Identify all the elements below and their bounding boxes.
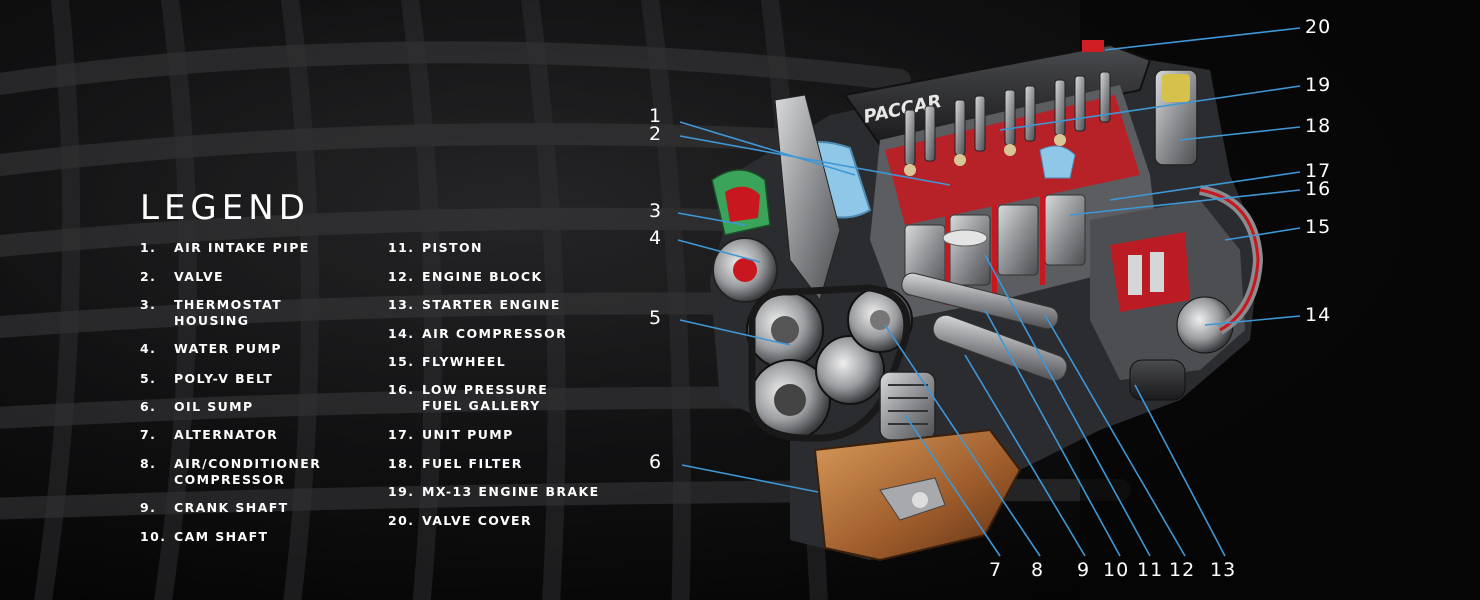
- legend-label: AIR/CONDITIONER COMPRESSOR: [174, 456, 322, 487]
- legend-number: 2.: [140, 269, 157, 284]
- leader-13: [1134, 384, 1226, 557]
- legend-label: STARTER ENGINE: [422, 297, 561, 312]
- legend-number: 17.: [388, 427, 415, 442]
- legend-label: THERMOSTAT HOUSING: [174, 297, 283, 328]
- callout-3: 3: [649, 200, 663, 222]
- callout-9: 9: [1077, 559, 1091, 581]
- piston: [942, 229, 988, 247]
- callout-16: 16: [1305, 178, 1332, 200]
- legend-label: UNIT PUMP: [422, 427, 514, 442]
- leader-11: [984, 254, 1151, 557]
- legend-number: 9.: [140, 500, 157, 515]
- legend-number: 15.: [388, 354, 415, 369]
- callout-13: 13: [1210, 559, 1237, 581]
- legend-label: OIL SUMP: [174, 399, 254, 414]
- callout-2: 2: [649, 123, 663, 145]
- legend-label: MX-13 ENGINE BRAKE: [422, 484, 600, 499]
- legend-label: PISTON: [422, 240, 483, 255]
- legend-label: ALTERNATOR: [174, 427, 279, 442]
- callout-5: 5: [649, 307, 663, 329]
- legend-label: VALVE COVER: [422, 513, 533, 528]
- legend-number: 6.: [140, 399, 157, 414]
- callout-14: 14: [1305, 304, 1332, 326]
- legend-label: AIR INTAKE PIPE: [174, 240, 310, 255]
- leader-4: [677, 239, 761, 263]
- legend-number: 16.: [388, 382, 415, 397]
- callout-20: 20: [1305, 16, 1332, 38]
- callout-18: 18: [1305, 115, 1332, 137]
- callout-12: 12: [1169, 559, 1196, 581]
- legend-number: 10.: [140, 529, 167, 544]
- callout-11: 11: [1137, 559, 1164, 581]
- leader-8: [884, 324, 1041, 557]
- valve-cover: [843, 43, 1152, 147]
- legend-label: LOW PRESSURE FUEL GALLERY: [422, 382, 549, 413]
- callout-10: 10: [1103, 559, 1130, 581]
- legend-number: 14.: [388, 326, 415, 341]
- legend-number: 4.: [140, 341, 157, 356]
- callout-17: 17: [1305, 160, 1332, 182]
- callout-6: 6: [649, 451, 663, 473]
- callout-8: 8: [1031, 559, 1045, 581]
- legend-number: 1.: [140, 240, 157, 255]
- callout-7: 7: [989, 559, 1003, 581]
- starter-engine: [1129, 359, 1186, 401]
- legend-label: CRANK SHAFT: [174, 500, 289, 515]
- legend-number: 8.: [140, 456, 157, 471]
- leader-15: [1224, 227, 1301, 241]
- legend-number: 18.: [388, 456, 415, 471]
- legend-label: FUEL FILTER: [422, 456, 523, 471]
- leader-19: [999, 85, 1301, 131]
- callout-4: 4: [649, 227, 663, 249]
- leader-18: [1179, 126, 1301, 141]
- callout-15: 15: [1305, 216, 1332, 238]
- legend-label: FLYWHEEL: [422, 354, 507, 369]
- legend-label: WATER PUMP: [174, 341, 282, 356]
- crank-shaft: [932, 314, 1068, 382]
- leader-5: [679, 319, 791, 346]
- leader-7: [904, 414, 1001, 557]
- legend-number: 3.: [140, 297, 157, 312]
- leader-2: [679, 135, 951, 186]
- leader-10: [984, 309, 1121, 557]
- callout-19: 19: [1305, 74, 1332, 96]
- leader-14: [1204, 315, 1301, 326]
- leader-17: [1109, 171, 1301, 201]
- legend-label: POLY-V BELT: [174, 371, 274, 386]
- leader-9: [964, 354, 1086, 557]
- legend-number: 11.: [388, 240, 415, 255]
- legend-title: LEGEND: [140, 188, 310, 228]
- leader-1: [679, 121, 856, 176]
- leader-20: [1104, 27, 1301, 51]
- legend-number: 13.: [388, 297, 415, 312]
- legend-label: CAM SHAFT: [174, 529, 269, 544]
- legend-number: 20.: [388, 513, 415, 528]
- legend-label: ENGINE BLOCK: [422, 269, 543, 284]
- legend-label: AIR COMPRESSOR: [422, 326, 568, 341]
- legend-label: VALVE: [174, 269, 224, 284]
- leader-3: [677, 212, 746, 226]
- legend-number: 7.: [140, 427, 157, 442]
- leader-6: [681, 464, 819, 493]
- legend-number: 19.: [388, 484, 415, 499]
- cam-shaft: [901, 272, 1059, 330]
- leader-16: [1069, 189, 1301, 216]
- callout-1: 1: [649, 105, 663, 127]
- legend-number: 12.: [388, 269, 415, 284]
- legend-number: 5.: [140, 371, 157, 386]
- leader-12: [1044, 314, 1186, 557]
